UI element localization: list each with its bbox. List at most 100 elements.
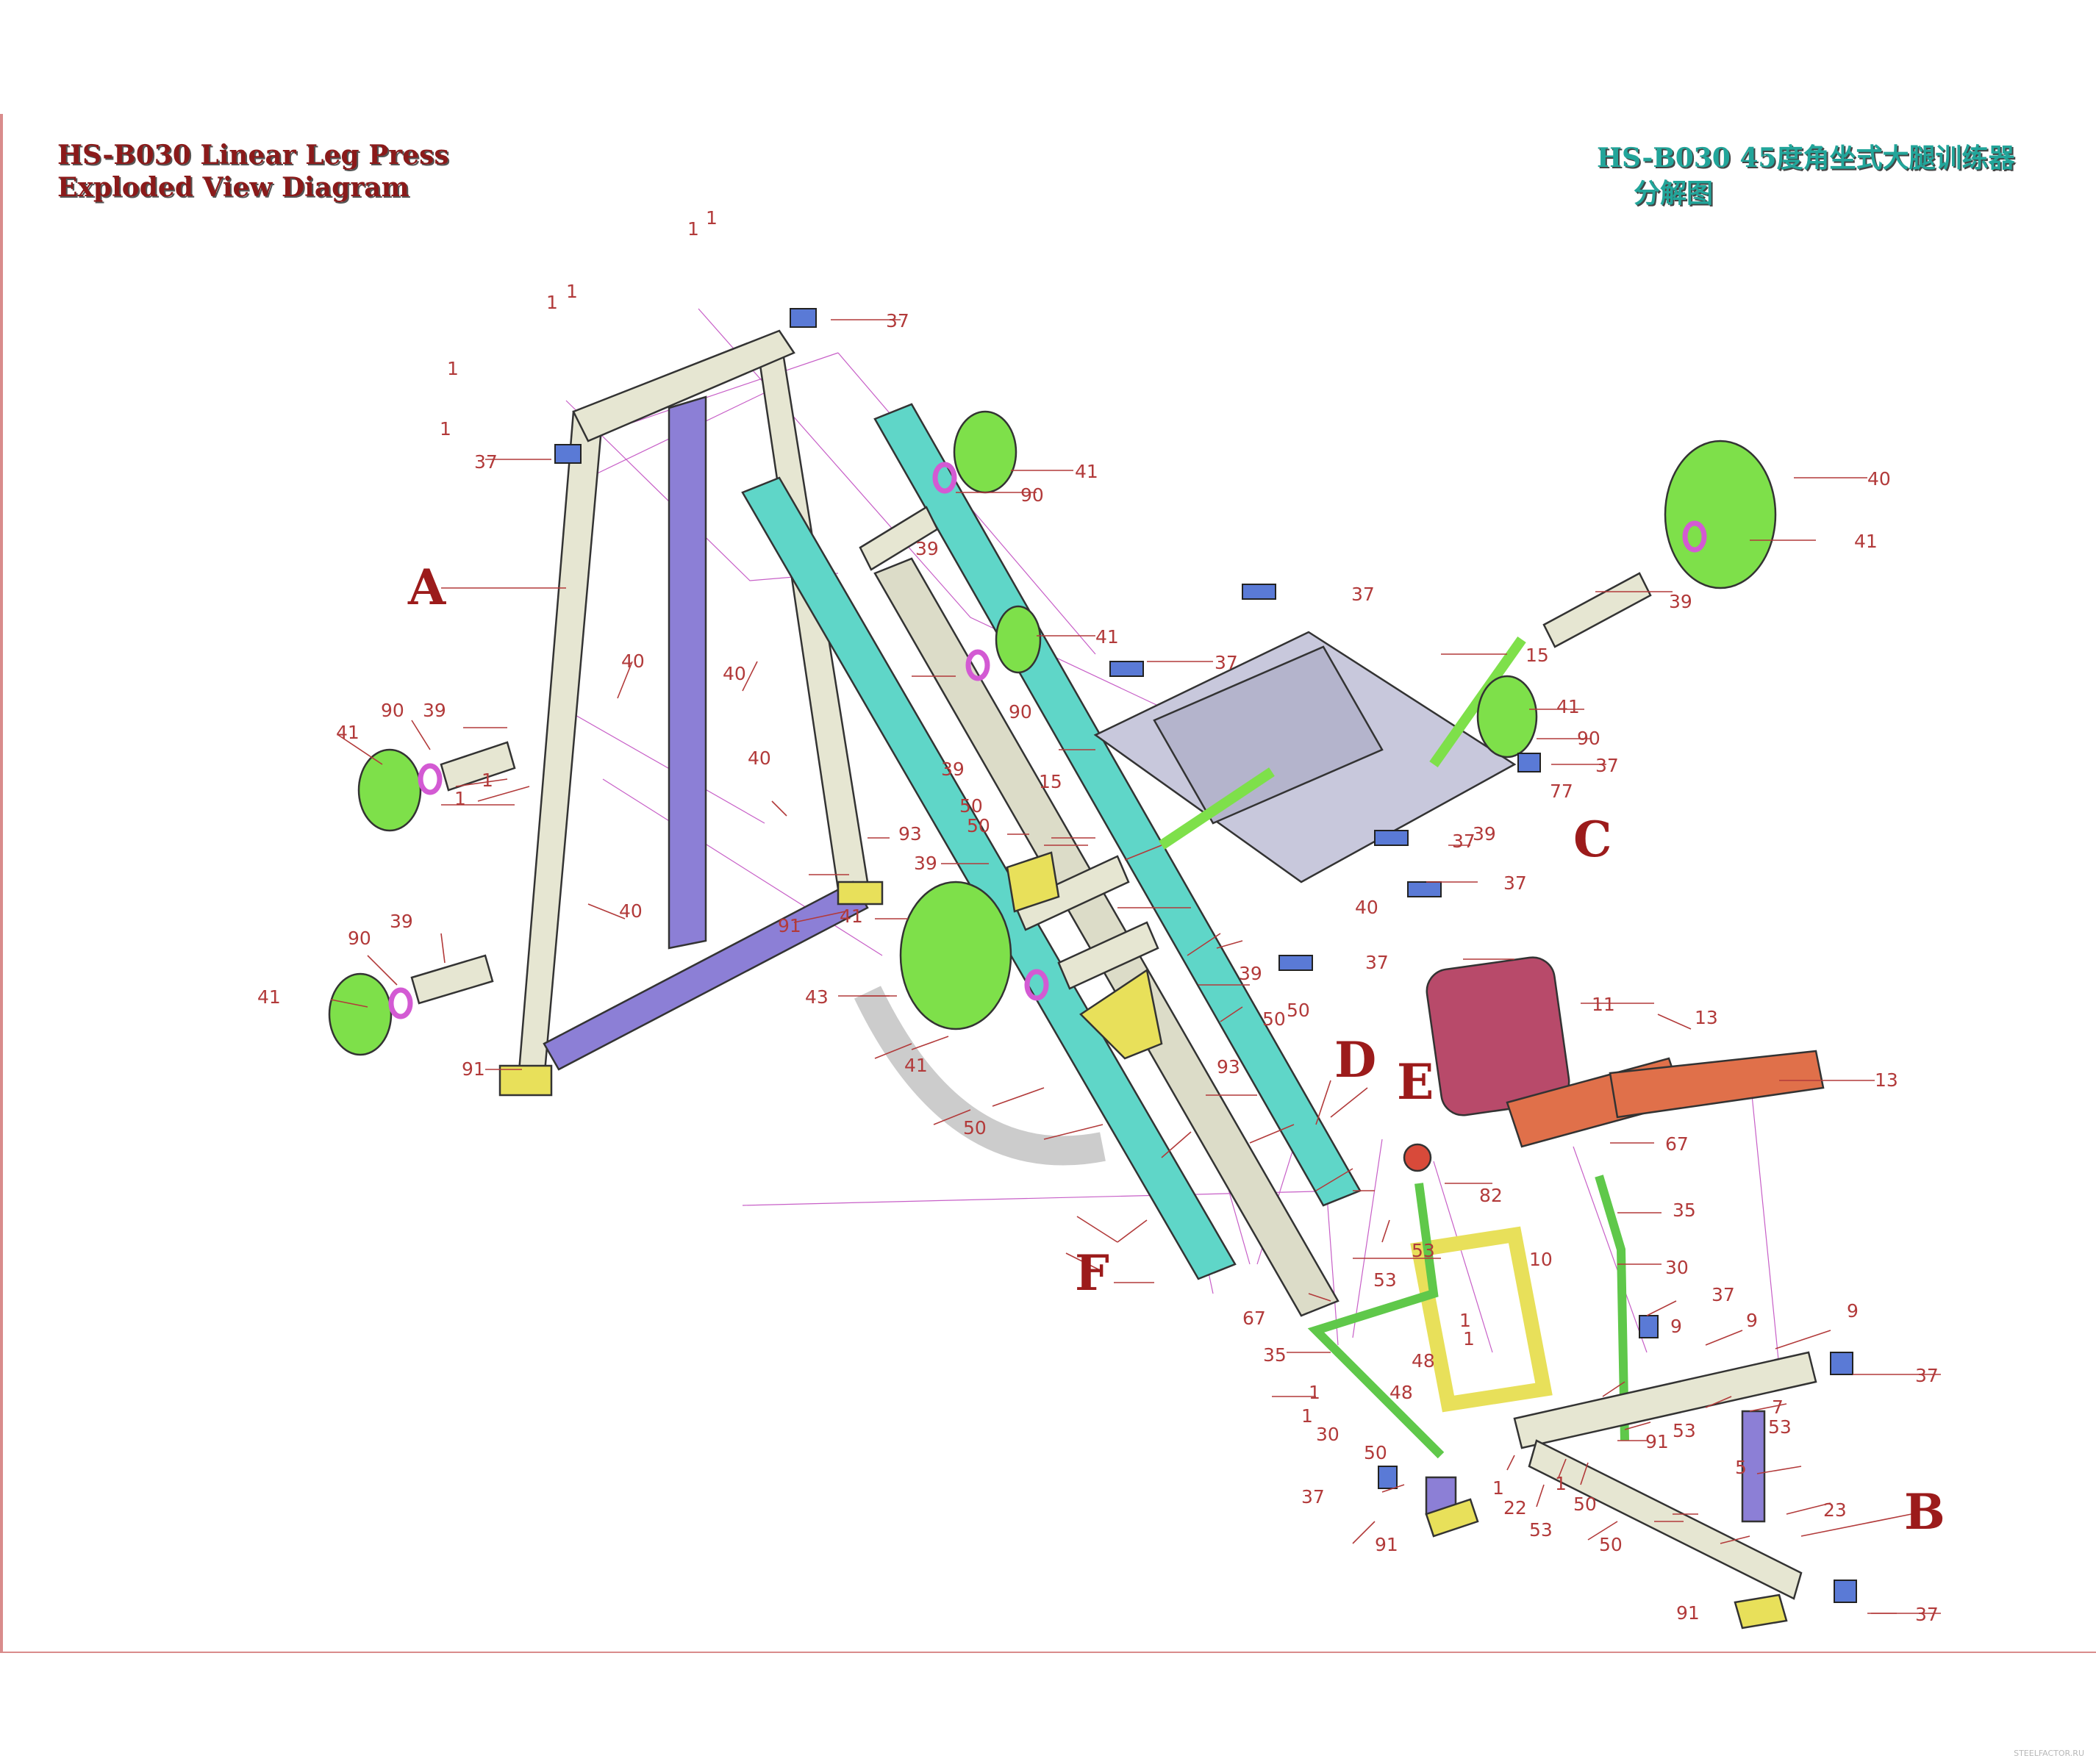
watermark-text: STEELFACTOR.RU [2014,1749,2084,1758]
callout-30: 30 [1665,1257,1689,1278]
carriage-c [1093,631,1526,883]
weight-plate-icon [899,881,1012,1030]
callout-10: 10 [1529,1249,1553,1270]
callout-40: 40 [621,650,645,672]
callout-37: 37 [1712,1284,1735,1305]
callout-41: 41 [1095,626,1119,648]
callout-90: 90 [1009,701,1032,723]
callout-39: 39 [1239,963,1262,984]
callout-40: 40 [723,663,746,684]
callout-50: 50 [1287,1000,1310,1021]
callout-91: 91 [1645,1431,1669,1452]
callout-41: 41 [336,722,360,743]
callout-1: 1 [1555,1473,1567,1494]
callout-41: 41 [1075,461,1098,482]
callout-50: 50 [1262,1008,1286,1030]
callout-53: 53 [1768,1416,1792,1438]
callout-1: 1 [447,358,459,379]
leader-lines [330,319,1941,1614]
callout-77: 77 [1550,781,1573,802]
carriage-track-d [854,557,1339,1317]
callout-35: 35 [1263,1344,1287,1366]
callout-9: 9 [1670,1316,1682,1337]
callout-37: 37 [1915,1604,1939,1625]
callout-53: 53 [1673,1420,1696,1441]
weight-plate-icon [328,972,393,1056]
callout-39: 39 [390,911,413,932]
callout-37: 37 [1301,1486,1325,1507]
callout-91: 91 [1375,1534,1398,1555]
callout-9: 9 [1847,1300,1859,1322]
callout-1: 1 [687,218,699,240]
callout-82: 82 [1479,1185,1503,1206]
callout-67: 67 [1665,1133,1689,1155]
frame-a-a-frame [498,329,884,1097]
callout-50: 50 [967,815,990,836]
callout-1: 1 [1309,1382,1320,1403]
callout-91: 91 [462,1058,485,1080]
assembly-letter-f: F [1075,1244,1109,1302]
callout-1: 1 [440,418,451,440]
callout-53: 53 [1373,1269,1397,1291]
callout-35: 35 [1673,1200,1696,1221]
callout-1: 1 [1301,1405,1313,1427]
callout-37: 37 [1365,952,1389,973]
callout-7: 7 [1772,1396,1784,1418]
callout-53: 53 [1412,1240,1435,1261]
callout-37: 37 [1503,872,1527,894]
chinese-title-line-1: HS-B030 45度角坐式大腿训练器 [1597,143,2015,173]
callout-39: 39 [914,853,937,874]
callout-39: 39 [1669,591,1692,612]
callout-40: 40 [748,747,771,769]
callout-37: 37 [1351,584,1375,605]
callout-39: 39 [915,538,939,559]
seat-pad [1609,1050,1825,1119]
callout-90: 90 [1577,728,1600,749]
assembly-letter-e: E [1397,1053,1434,1111]
callout-91: 91 [778,915,801,936]
callout-15: 15 [1525,645,1549,666]
end-caps [554,308,1857,1603]
callout-40: 40 [1355,897,1378,918]
callout-22: 22 [1503,1497,1527,1519]
weight-plate-icon [1476,675,1538,759]
callout-53: 53 [1529,1519,1553,1541]
callout-41: 41 [904,1055,928,1076]
callout-37: 37 [886,310,909,331]
magenta-rings [388,462,1707,1019]
yellow-brackets [1006,851,1553,1413]
english-title-line-2: Exploded View Diagram [57,172,409,203]
callout-37: 37 [1215,652,1238,673]
callout-50: 50 [1573,1494,1597,1515]
callout-9: 9 [1746,1310,1758,1331]
callout-48: 48 [1389,1382,1413,1403]
weight-plate-icon [357,748,422,832]
page-border-bottom [0,1652,2096,1653]
weight-plate-icon [953,410,1017,494]
callout-37: 37 [1915,1365,1939,1386]
callout-41: 41 [1556,696,1580,717]
handle-and-base-b [1307,1143,1817,1629]
callout-23: 23 [1823,1499,1847,1521]
callout-37: 37 [1452,831,1476,852]
assembly-letter-b: B [1904,1483,1945,1541]
callout-13: 13 [1695,1007,1718,1028]
assembly-letter-d: D [1334,1031,1376,1089]
english-title-line-1: HS-B030 Linear Leg Press [57,140,449,171]
callout-41: 41 [840,906,863,927]
callout-41: 41 [257,986,281,1008]
callout-90: 90 [348,928,371,949]
assembly-letter-a: A [407,559,446,616]
back-pad [1426,956,1570,1116]
callout-67: 67 [1242,1308,1266,1329]
callout-40: 40 [619,900,643,922]
callout-1: 1 [566,281,578,302]
assembly-letter-labels: A B C D E F [407,559,1945,1541]
callout-13: 13 [1875,1069,1898,1091]
callout-50: 50 [959,795,983,817]
callout-1: 1 [1463,1328,1475,1349]
callout-39: 39 [423,700,446,721]
callout-1: 1 [1459,1310,1471,1331]
callout-43: 43 [805,986,829,1008]
